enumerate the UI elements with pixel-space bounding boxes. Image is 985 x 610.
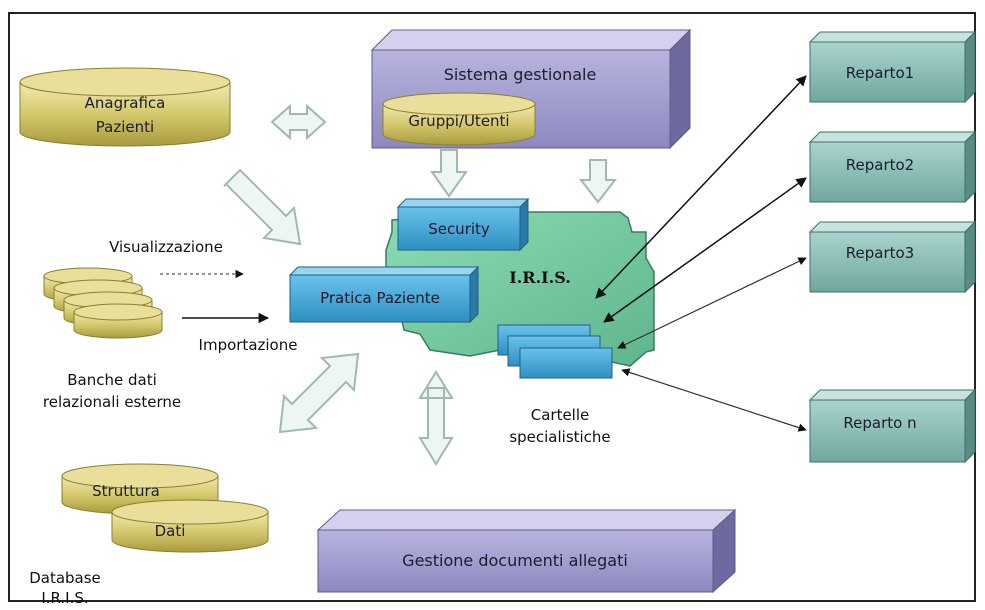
cartelle-label-line2: specialistiche [509,428,610,446]
reparto-n-box: Reparto n [808,388,977,464]
link-reparto-n [621,368,807,432]
gruppi-utenti-cylinder: Gruppi/Utenti [382,92,536,146]
down-arrow-1 [430,149,468,198]
diagonal-double-arrow-database [278,352,360,434]
diagonal-arrow-anagrafica [223,168,302,246]
cartelle-label-line1: Cartelle [531,406,590,424]
banche-dati-label-line1: Banche dati [67,371,157,389]
link-reparto3 [617,257,807,349]
security-label: Security [428,220,490,238]
database-label-line2: I.R.I.S. [41,589,88,607]
down-arrow-2 [578,159,618,204]
reparto3-box: Reparto3 [808,220,977,294]
dati-label: Dati [155,522,186,540]
pratica-paziente-label: Pratica Paziente [320,289,440,307]
cartelle-stack [497,324,613,379]
reparto-n-label: Reparto n [843,414,916,432]
reparto2-box: Reparto2 [808,130,977,204]
iris-label: I.R.I.S. [509,268,571,287]
reparto2-label: Reparto2 [846,156,914,174]
reparto3-label: Reparto3 [846,244,914,262]
diagram-frame [8,12,976,602]
anagrafica-pazienti-cylinder: Anagrafica Pazienti [19,67,231,147]
banche-dati-cylinders [43,267,163,339]
vertical-double-arrow-gestione [418,370,454,466]
visualizzazione-label: Visualizzazione [109,238,223,256]
security-box: Security [396,197,530,252]
banche-dati-label-line2: relazionali esterne [43,393,181,411]
double-arrow-anagrafica-sistema [270,103,327,141]
gestione-documenti-box: Gestione documenti allegati [316,508,737,594]
gestione-documenti-label: Gestione documenti allegati [402,551,628,570]
sistema-gestionale-title: Sistema gestionale [444,65,597,84]
struttura-label: Struttura [92,482,160,500]
reparto1-label: Reparto1 [846,64,914,82]
gruppi-utenti-label: Gruppi/Utenti [408,112,509,130]
anagrafica-label-line1: Anagrafica [85,94,166,112]
reparto1-box: Reparto1 [808,30,977,104]
pratica-paziente-box: Pratica Paziente [288,265,480,324]
database-label-line1: Database [29,569,101,587]
anagrafica-label-line2: Pazienti [96,118,154,136]
database-dati-cylinder: Dati [111,499,269,553]
importazione-label: Importazione [199,336,298,354]
